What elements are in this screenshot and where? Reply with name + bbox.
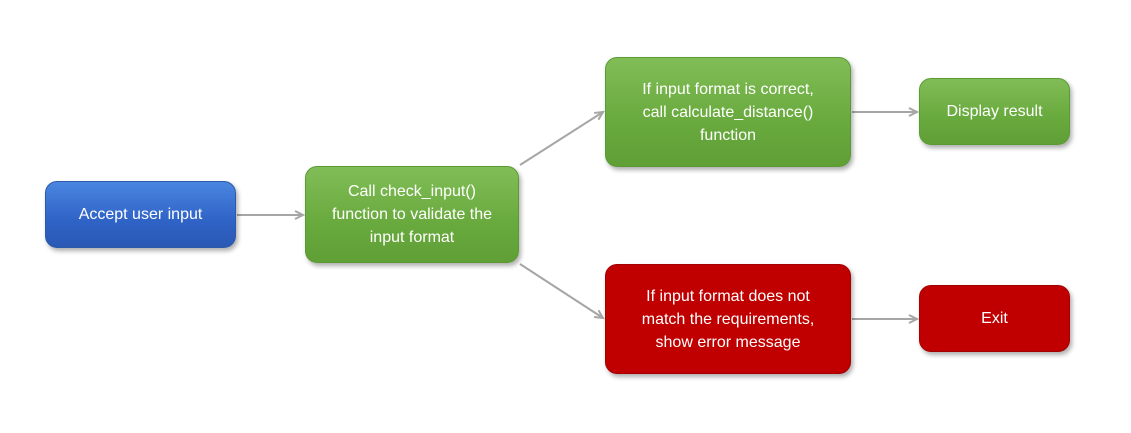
- arrow-check-to-correct: [519, 110, 605, 166]
- node-format-error: If input format does not match the requi…: [605, 264, 851, 374]
- arrow-check-to-error: [519, 263, 605, 320]
- node-accept-user-input: Accept user input: [45, 181, 236, 248]
- node-exit: Exit: [919, 285, 1070, 352]
- node-format-correct: If input format is correct, call calcula…: [605, 57, 851, 167]
- node-display-result: Display result: [919, 78, 1070, 145]
- node-check-input: Call check_input() function to validate …: [305, 166, 519, 263]
